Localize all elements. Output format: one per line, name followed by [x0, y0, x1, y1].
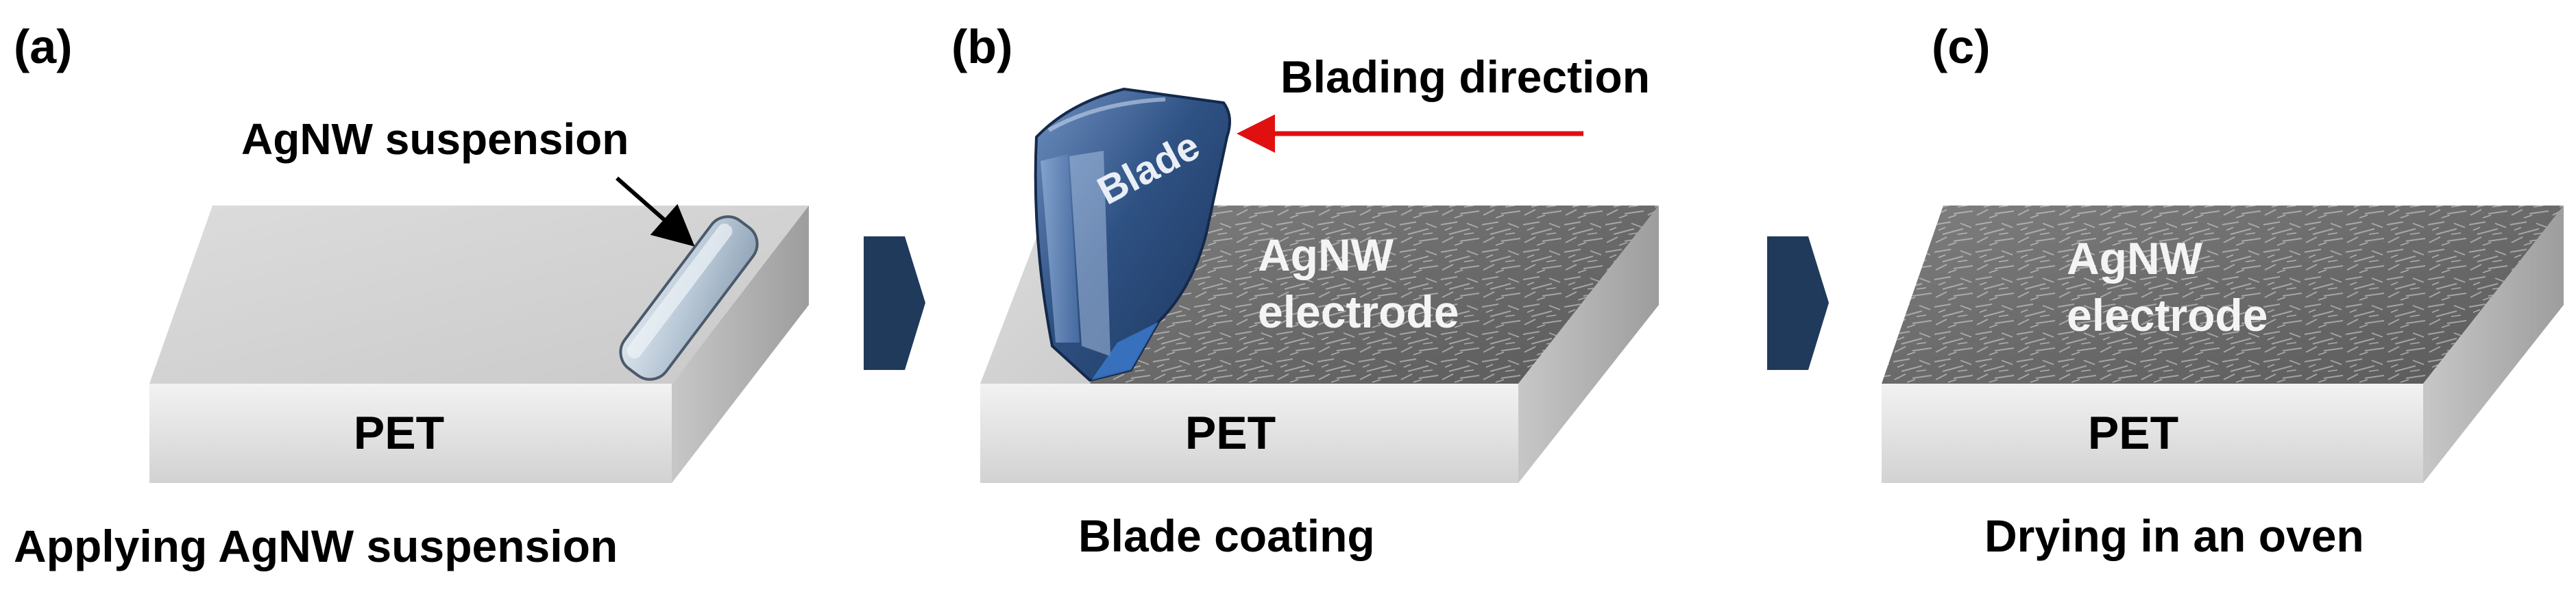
panel-a: (a) PET AgNW suspension Applying AgNW su…: [14, 20, 809, 571]
caption-b: Blade coating: [1078, 510, 1375, 561]
process-arrow-2: [1767, 236, 1829, 370]
substrate-b-text: PET: [1185, 407, 1276, 459]
panel-c: (c) PET AgNW electrode Drying in an oven: [1882, 20, 2564, 561]
substrate-b-front: [980, 384, 1518, 483]
panel-b: (b) PET AgNW electrode Blade Blading dir…: [951, 20, 1659, 561]
substrate-a-side: [672, 206, 809, 483]
blading-direction-label: Blading direction: [1280, 51, 1650, 102]
process-arrow-1: [864, 236, 925, 370]
substrate-c-front: [1882, 384, 2423, 483]
caption-a: Applying AgNW suspension: [14, 521, 618, 571]
substrate-a-front: [149, 384, 672, 483]
agnw-film-b-texture: [1090, 206, 1659, 384]
panel-a-label: (a): [14, 20, 73, 73]
film-c-line2: electrode: [2067, 290, 2268, 341]
callout-arrow: [616, 176, 695, 247]
panel-b-label: (b): [951, 20, 1012, 73]
caption-c: Drying in an oven: [1984, 510, 2364, 561]
film-c-line1: AgNW: [2067, 233, 2203, 284]
film-b-line2: electrode: [1258, 286, 1459, 337]
blade-shape: Blade: [1034, 87, 1231, 382]
substrate-c: PET: [1882, 206, 2564, 483]
panel-c-label: (c): [1932, 20, 1991, 73]
film-b-line1: AgNW: [1258, 230, 1394, 280]
substrate-a: PET: [149, 206, 809, 483]
substrate-c-side: [2423, 206, 2564, 483]
agnw-film-c-texture: [1882, 206, 2564, 384]
agnw-suspension-callout: AgNW suspension: [241, 114, 629, 164]
substrate-c-text: PET: [2088, 407, 2178, 459]
substrate-b: PET: [980, 206, 1659, 483]
agnw-suspension-droplet: [619, 215, 759, 381]
substrate-b-side: [1518, 206, 1659, 483]
substrate-a-text: PET: [354, 407, 444, 459]
